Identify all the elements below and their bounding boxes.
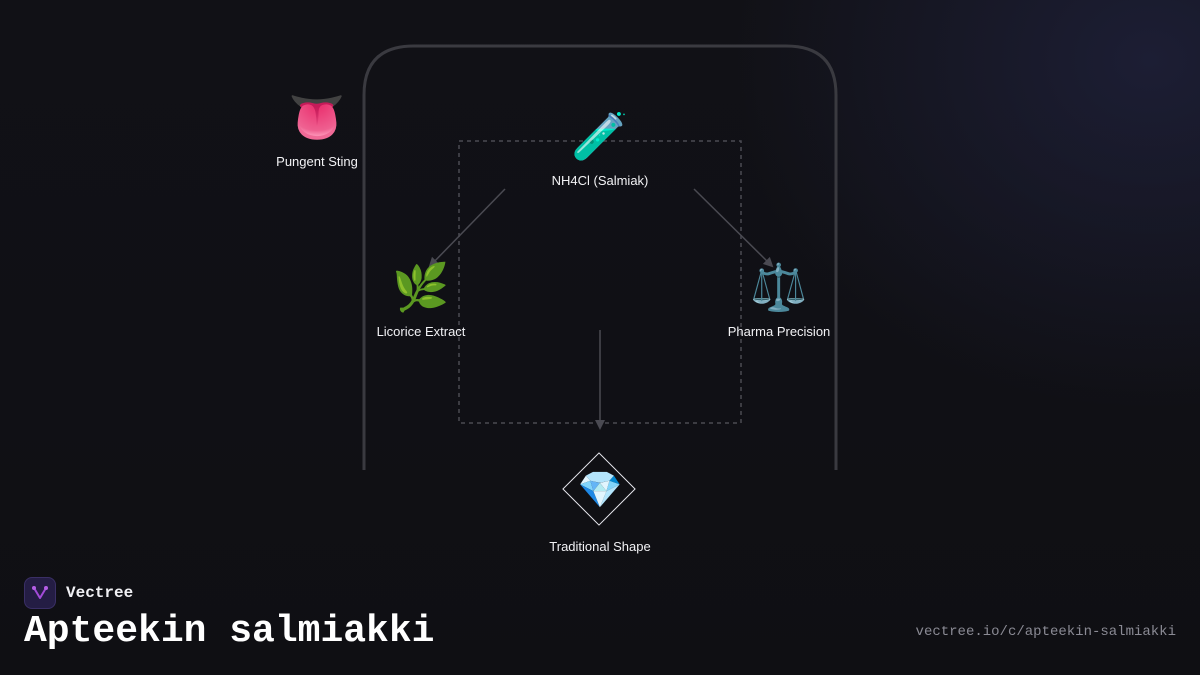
node-label: Pungent Sting [276,154,358,169]
brand[interactable]: Vectree [24,577,133,609]
node-label: NH4Cl (Salmiak) [551,173,649,188]
gem-icon: 💎 [577,470,623,511]
node-pungent-sting: 👅 Pungent Sting [227,90,407,169]
brand-name: Vectree [66,584,134,602]
node-label: Licorice Extract [376,324,466,339]
page-title: Apteekin salmiakki [24,610,435,653]
page-url[interactable]: vectree.io/c/apteekin-salmiakki [915,624,1176,640]
balance-scale-icon: ⚖️ [750,260,808,314]
node-label: Traditional Shape [549,539,651,554]
edge-nh4cl-pharma [693,188,774,268]
tongue-icon: 👅 [288,90,346,144]
test-tube-icon: 🧪 [571,109,629,163]
node-licorice-extract: 🌿 Licorice Extract [331,260,511,339]
node-label: Pharma Precision [727,324,831,339]
outer-frame [362,44,838,470]
vectree-logo-icon [24,577,56,609]
node-pharma-precision: ⚖️ Pharma Precision [689,260,869,339]
edge-nh4cl-licorice [428,188,506,268]
node-traditional-shape: 💎 [562,452,638,528]
node-nh4cl: 🧪 NH4Cl (Salmiak) [510,109,690,188]
herb-icon: 🌿 [392,260,450,314]
